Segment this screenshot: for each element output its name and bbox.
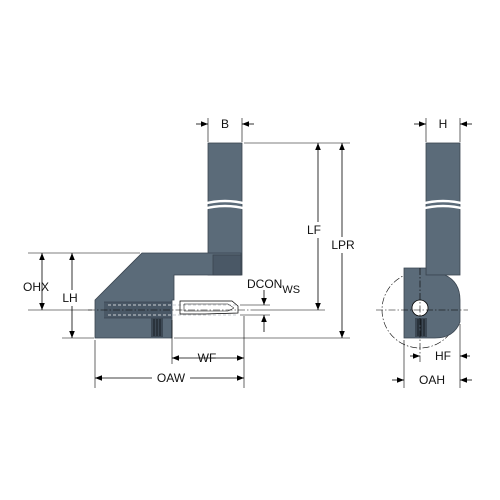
break-mark-icon bbox=[202, 199, 248, 206]
dim-label-h: H bbox=[439, 117, 448, 131]
insert-outline bbox=[179, 300, 239, 315]
dim-label-dcon: DCON bbox=[247, 277, 282, 291]
front-view bbox=[88, 142, 255, 339]
side-body bbox=[403, 267, 461, 339]
dim-label-lh: LH bbox=[62, 291, 77, 305]
dim-label-b: B bbox=[221, 117, 229, 131]
dim-label-wf: WF bbox=[198, 351, 217, 365]
front-ledge bbox=[212, 254, 242, 276]
dim-label-oah: OAH bbox=[419, 373, 445, 387]
dimensions-side: H HF OAH bbox=[392, 117, 472, 388]
side-view bbox=[376, 142, 468, 356]
dim-label-oaw: OAW bbox=[157, 371, 186, 385]
dim-label-hf: HF bbox=[435, 349, 451, 363]
svg-text:DCONWS: DCONWS bbox=[247, 277, 300, 296]
dimensions-front: B LF LPR OHX LH DCONWS bbox=[23, 117, 360, 388]
dim-label-dcon-sub: WS bbox=[282, 284, 300, 296]
dim-label-lf: LF bbox=[307, 223, 321, 237]
dim-label-lpr: LPR bbox=[331, 238, 355, 252]
side-shank bbox=[425, 142, 461, 276]
dim-label-ohx: OHX bbox=[23, 280, 49, 294]
